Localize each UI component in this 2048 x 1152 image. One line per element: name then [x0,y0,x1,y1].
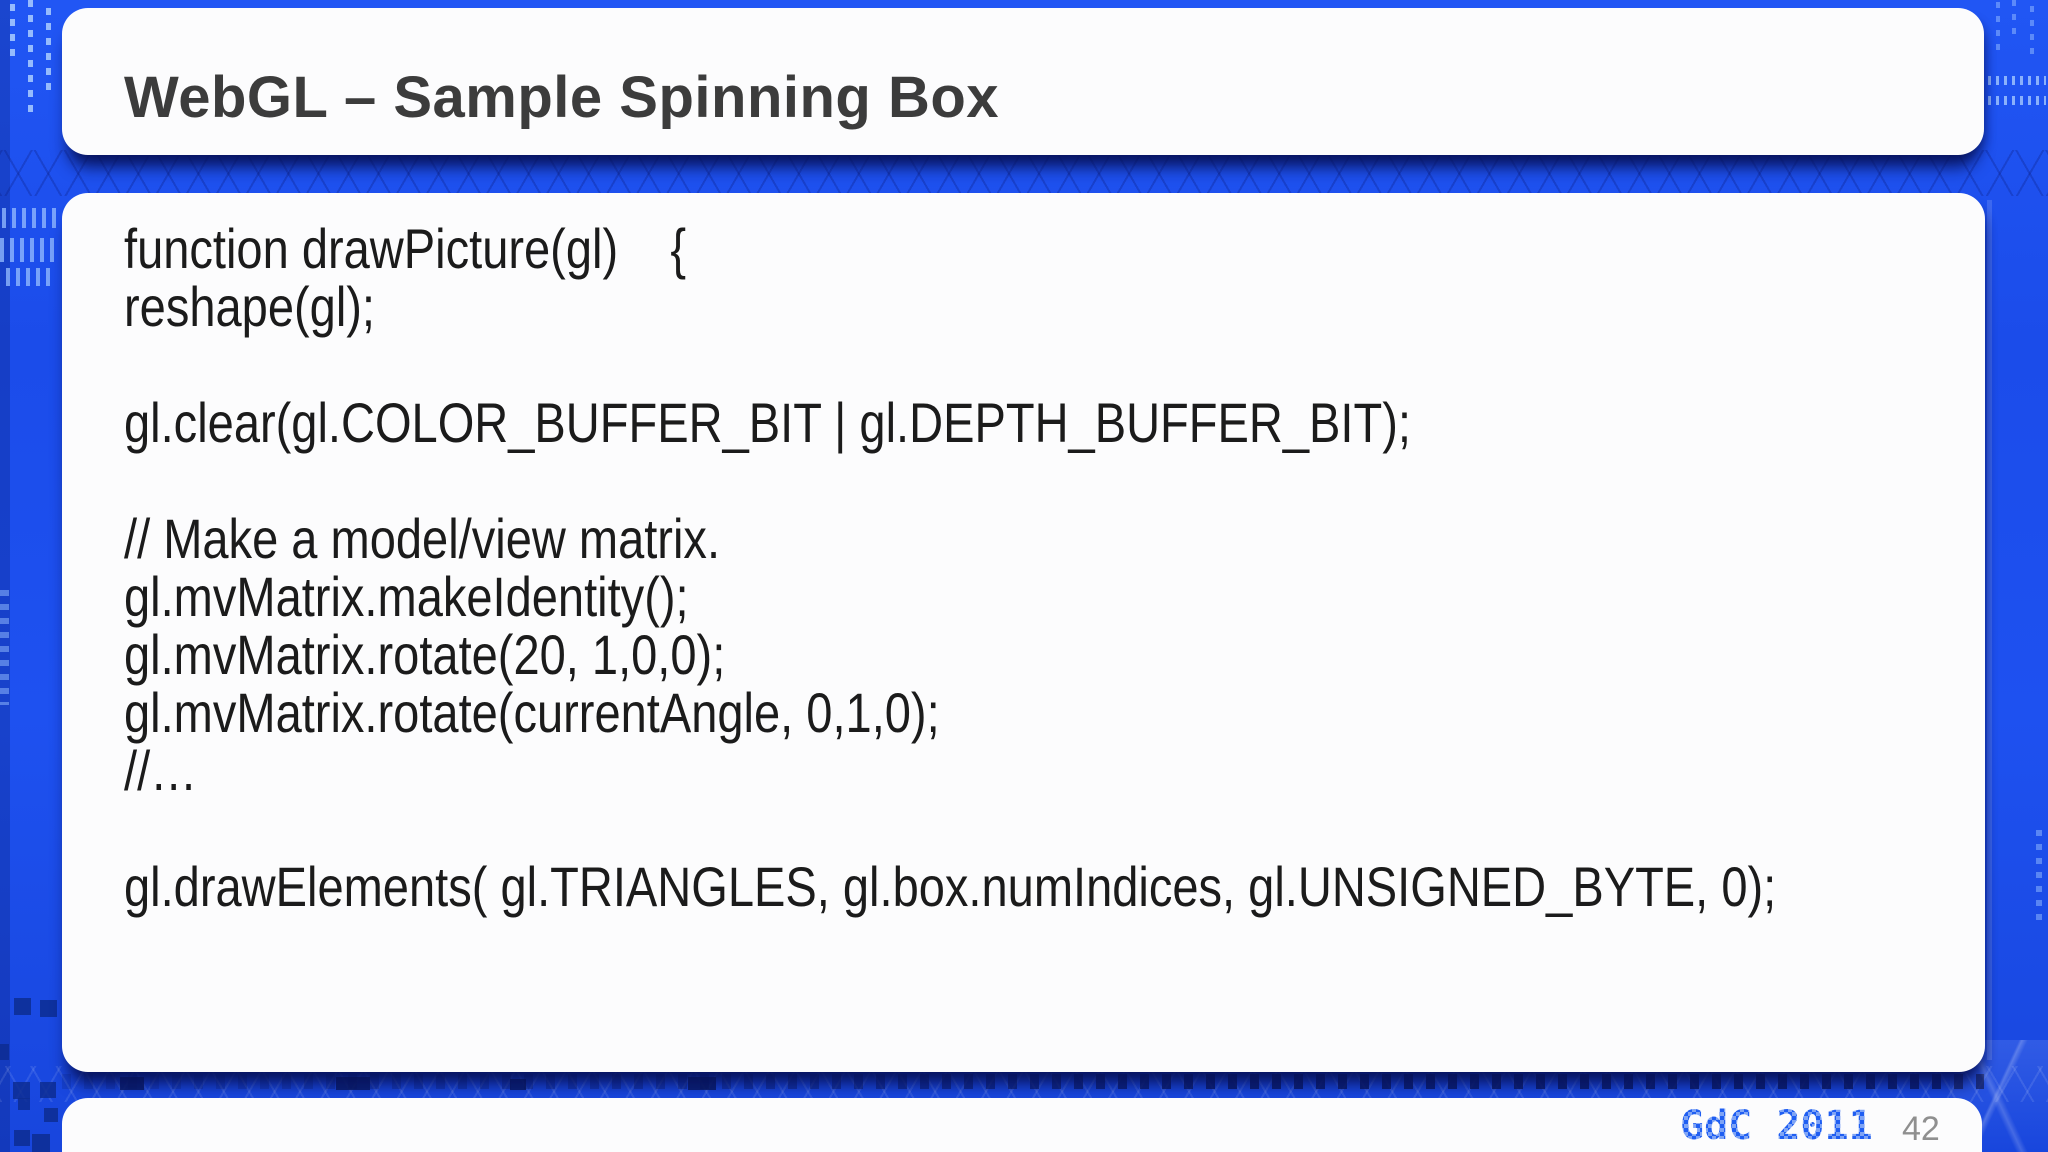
pixel-square-decoration [44,1108,58,1122]
code-line [124,800,1776,858]
code-line: gl.mvMatrix.makeIdentity(); [124,565,689,628]
pixel-square-decoration [0,1044,9,1060]
page-number: 42 [1902,1110,1940,1148]
circuit-dash-decoration [2036,830,2042,920]
card-edge-highlight-decoration [1987,200,1992,1060]
code-line: gl.drawElements( gl.TRIANGLES, gl.box.nu… [124,855,1777,918]
circuit-dash-decoration [10,4,15,62]
pixel-square-decoration [13,1082,30,1099]
circuit-block-decoration [688,1077,716,1090]
circuit-block-decoration [510,1079,526,1090]
code-line [124,452,1776,510]
circuit-dash-decoration [0,590,9,705]
left-edge-shade-decoration [0,0,10,1152]
code-line [124,336,1776,394]
code-line: gl.clear(gl.COLOR_BUFFER_BIT | gl.DEPTH_… [124,391,1411,454]
circuit-dash-decoration [46,8,51,94]
code-line: reshape(gl); [124,275,376,338]
pixel-square-decoration [32,1134,50,1152]
circuit-dash-decoration [28,0,33,120]
circuit-block-decoration [336,1077,370,1090]
circuit-dash-decoration [1996,2,2000,50]
code-panel: function drawPicture(gl) {reshape(gl); gl… [62,193,1985,1072]
circuit-tick-decoration [1988,96,2046,105]
circuit-tick-decoration [2,208,58,228]
pixel-square-decoration [18,1098,30,1110]
pixel-square-decoration [14,1130,30,1146]
page-title: WebGL – Sample Spinning Box [124,65,1000,130]
circuit-dash-decoration [2030,6,2034,58]
code-line: gl.mvMatrix.rotate(currentAngle, 0,1,0); [124,681,940,744]
pixel-square-decoration [40,1000,57,1017]
hexagon-pattern-strip-top [0,150,2048,196]
code-line: gl.mvMatrix.rotate(20, 1,0,0); [124,623,726,686]
circuit-block-decoration [120,1077,144,1090]
circuit-comb-decoration [62,1074,1984,1089]
circuit-dash-decoration [2012,0,2016,40]
code-line: function drawPicture(gl) { [124,217,687,280]
code-block: function drawPicture(gl) {reshape(gl); gl… [124,220,1776,916]
circuit-tick-decoration [6,268,54,286]
circuit-tick-decoration [0,238,58,262]
slide-title-card: WebGL – Sample Spinning Box [62,8,1984,155]
code-line: //… [124,739,198,802]
circuit-tick-decoration [1988,76,2046,85]
pixel-square-decoration [40,1082,56,1098]
gdc-2011-logo: GdC 2011 [1680,1103,1873,1149]
code-line: // Make a model/view matrix. [124,507,721,570]
footer-bar: GdC 2011 42 [62,1098,1982,1152]
pixel-square-decoration [14,998,31,1015]
